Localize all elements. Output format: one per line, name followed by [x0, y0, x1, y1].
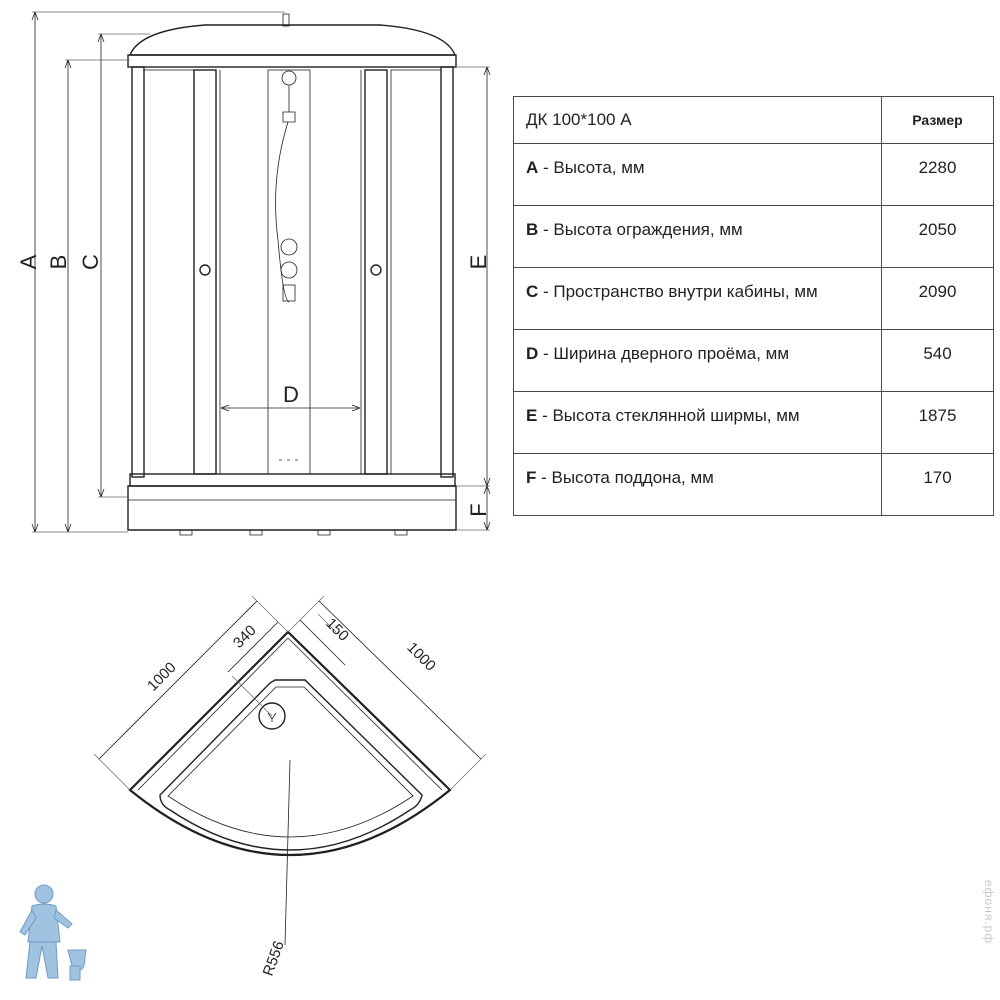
row-letter: D: [526, 344, 539, 363]
row-desc: E - Высота стеклянной ширмы, мм: [513, 391, 882, 454]
row-value: 2050: [881, 205, 994, 268]
row-desc: F - Высота поддона, мм: [513, 453, 882, 516]
top-view: 1000 1000 340 150 R556: [93, 595, 487, 979]
right-door-frame: [364, 69, 388, 475]
tray-outline: [128, 630, 452, 857]
hand-shower-holder: [282, 284, 296, 302]
right-side-glass: [390, 69, 442, 475]
shower-panel: [267, 69, 311, 475]
label-f: F: [466, 503, 491, 516]
label-d: D: [283, 382, 299, 407]
label-a: A: [16, 254, 41, 269]
spec-table: ДК 100*100 А Размер A - Высота, мм 2280 …: [513, 96, 994, 516]
label-c: C: [78, 254, 103, 270]
dim-340: 340: [230, 622, 260, 652]
row-value: 540: [881, 329, 994, 392]
shower-tray: [127, 485, 457, 531]
table-row: A - Высота, мм 2280: [513, 143, 994, 206]
left-side-glass: [143, 69, 195, 475]
control-knob-top: [280, 238, 298, 256]
row-desc: D - Ширина дверного проёма, мм: [513, 329, 882, 392]
bottom-rim: [129, 473, 456, 487]
table-header-row: ДК 100*100 А Размер: [513, 96, 994, 144]
row-desc: B - Высота ограждения, мм: [513, 205, 882, 268]
left-door-handle: [199, 264, 211, 276]
row-letter: A: [526, 158, 539, 177]
table-row: B - Высота ограждения, мм 2050: [513, 205, 994, 268]
tray-basin: [159, 679, 423, 851]
roof-vent: [282, 13, 290, 27]
row-letter: E: [526, 406, 538, 425]
table-row: C - Пространство внутри кабины, мм 2090: [513, 267, 994, 330]
row-text: - Высота стеклянной ширмы, мм: [537, 406, 800, 425]
model-name: ДК 100*100 А: [513, 96, 882, 144]
row-letter: B: [526, 220, 539, 239]
radius-label: R556: [260, 939, 288, 979]
label-b: B: [46, 255, 71, 270]
label-e: E: [466, 255, 491, 270]
control-knob-bottom: [280, 261, 298, 279]
right-post: [440, 66, 454, 478]
front-view: A B C D E F: [16, 11, 491, 536]
row-value: 2090: [881, 267, 994, 330]
row-text: - Ширина дверного проёма, мм: [538, 344, 790, 363]
right-door-handle: [370, 264, 382, 276]
row-value: 2280: [881, 143, 994, 206]
left-post: [131, 66, 145, 478]
roof-rim: [127, 54, 457, 68]
table-row: D - Ширина дверного проёма, мм 540: [513, 329, 994, 392]
dim-width-right: 1000: [403, 639, 439, 675]
left-door-frame: [193, 69, 217, 475]
row-text: - Высота поддона, мм: [536, 468, 714, 487]
row-letter: F: [526, 468, 537, 487]
dim-width-left: 1000: [144, 659, 180, 695]
plumber-mascot-icon: [19, 884, 87, 981]
table-row: F - Высота поддона, мм 170: [513, 453, 994, 516]
shower-head: [281, 70, 297, 86]
row-desc: C - Пространство внутри кабины, мм: [513, 267, 882, 330]
row-value: 1875: [881, 391, 994, 454]
row-text: - Пространство внутри кабины, мм: [538, 282, 818, 301]
cabin-roof: [128, 24, 457, 56]
row-value: 170: [881, 453, 994, 516]
row-text: - Высота ограждения, мм: [538, 220, 743, 239]
drain: [258, 702, 286, 730]
row-text: - Высота, мм: [538, 158, 645, 177]
table-row: E - Высота стеклянной ширмы, мм 1875: [513, 391, 994, 454]
size-header: Размер: [881, 96, 994, 144]
row-desc: A - Высота, мм: [513, 143, 882, 206]
watermark: ефоня.рф: [982, 880, 996, 945]
row-letter: C: [526, 282, 539, 301]
dim-150: 150: [322, 615, 352, 645]
